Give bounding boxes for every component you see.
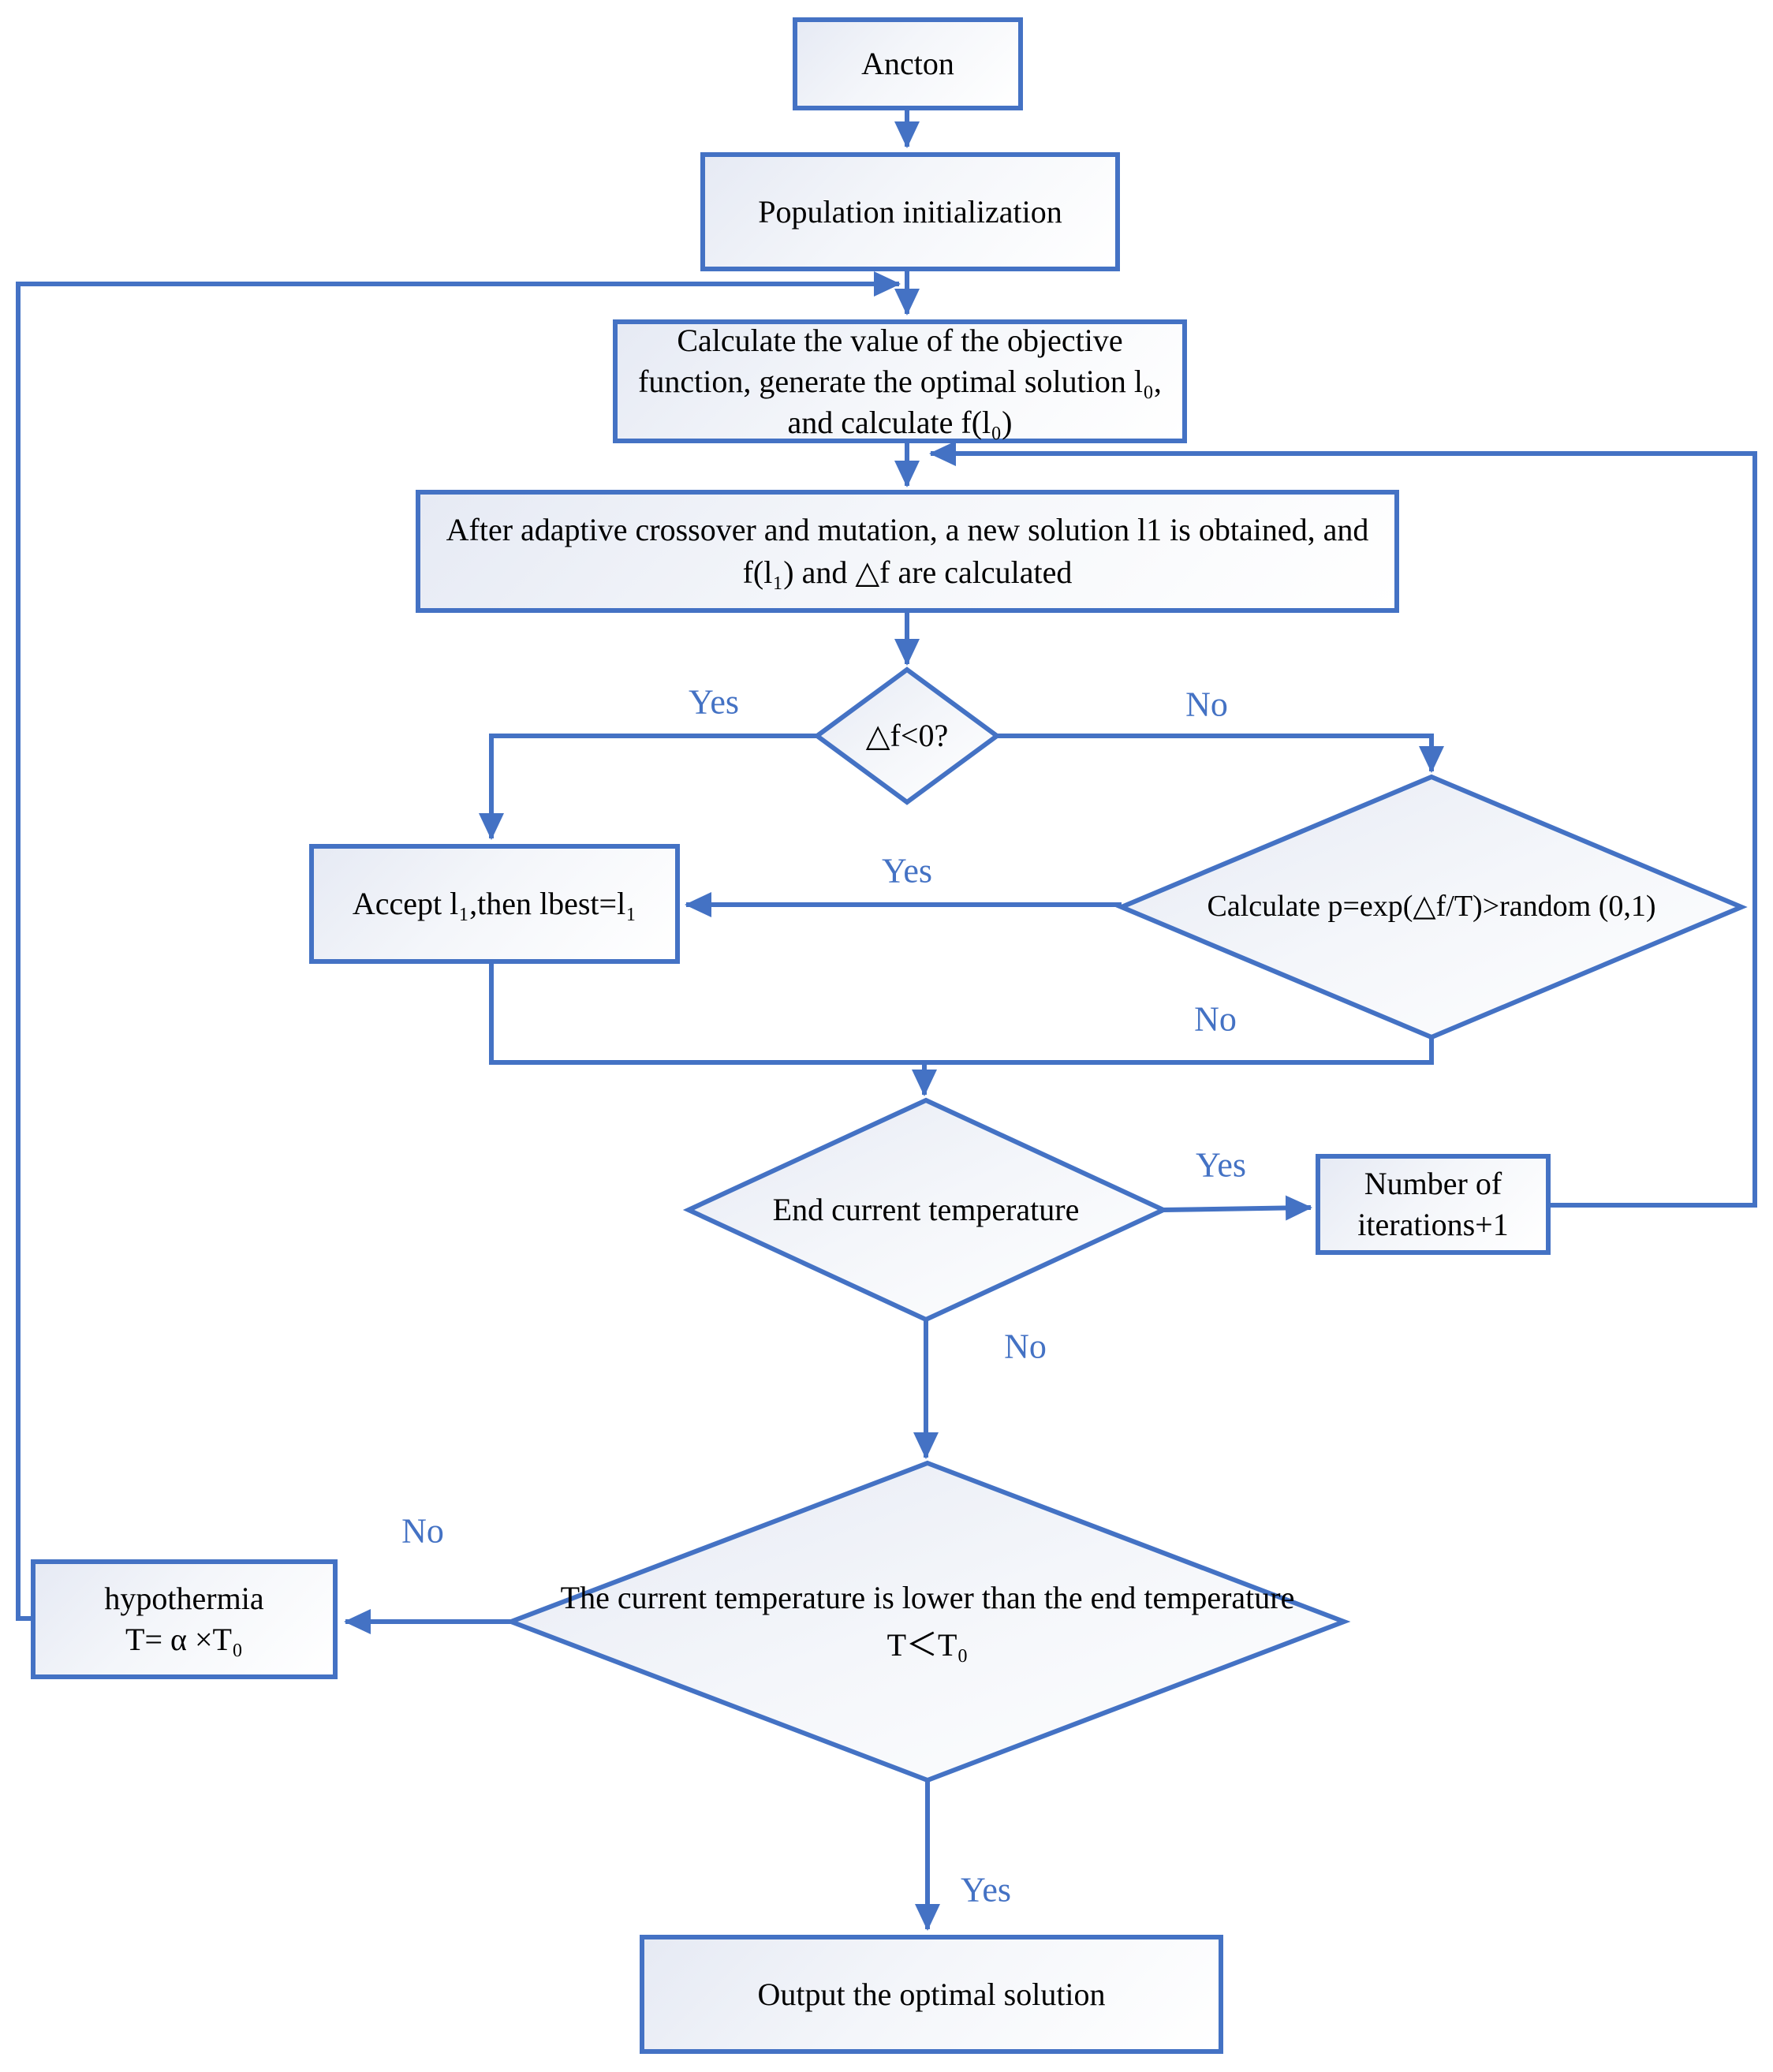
node-output-label: Output the optimal solution [757,1976,1106,2012]
edge-label-metropolis-no: No [1194,999,1237,1039]
node-iterations-increment: Number of iterations+1 [1316,1154,1551,1255]
arrow-delta-no-to-metropolis [997,734,1444,773]
edge-label-metropolis-yes: Yes [881,851,933,890]
edge-label-end-temp-yes: Yes [1195,1145,1247,1185]
edge-label-temp-check-yes: Yes [960,1870,1012,1910]
node-crossover-mutation: After adaptive crossover and mutation, a… [416,490,1399,613]
node-iterations-increment-label: Number of iterations+1 [1357,1166,1509,1242]
node-accept-solution: Accept l₁,then lbest=l₁ [309,844,680,964]
node-objective-calc: Calculate the value of the objective fun… [613,319,1187,443]
node-start-label: Ancton [861,46,954,81]
connector-iterations-feedback [929,441,1757,1208]
node-cooling-label: hypothermia T= α ×T₀ [104,1581,264,1657]
edge-label-delta-yes: Yes [688,682,740,722]
node-cooling: hypothermia T= α ×T₀ [31,1559,338,1679]
connector-hypothermia-feedback [16,271,901,1621]
arrow-end-temp-yes-to-iterations [1163,1195,1312,1221]
edge-label-temp-check-no: No [401,1511,444,1551]
edge-label-end-temp-no: No [1004,1327,1047,1366]
arrow-delta-yes-to-accept [479,734,817,840]
node-output: Output the optimal solution [640,1935,1223,2054]
decision-end-temperature-shape [682,1097,1170,1323]
decision-metropolis-shape [1115,774,1748,1040]
edge-label-delta-no: No [1185,685,1228,724]
node-start: Ancton [793,17,1023,110]
node-crossover-mutation-label: After adaptive crossover and mutation, a… [446,512,1369,590]
connector-collector-line [489,964,1434,1065]
node-accept-solution-label: Accept l₁,then lbest=l₁ [352,886,637,921]
node-population-init: Population initialization [700,152,1120,271]
decision-temp-threshold-shape [504,1460,1351,1783]
node-population-init-label: Population initialization [758,193,1062,230]
decision-delta-f-shape [812,666,1002,805]
node-objective-calc-label: Calculate the value of the objective fun… [638,322,1162,440]
